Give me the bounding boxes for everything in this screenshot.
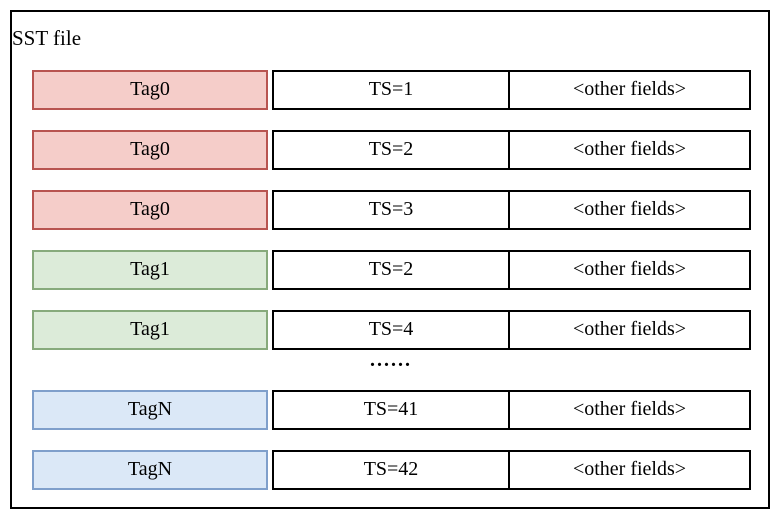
record-row: TagN TS=41 <other fields> xyxy=(32,390,751,430)
tag-cell: Tag0 xyxy=(32,190,268,230)
record-row: TagN TS=42 <other fields> xyxy=(32,450,751,490)
ts-cell: TS=4 xyxy=(272,310,510,350)
ts-cell: TS=41 xyxy=(272,390,510,430)
tag-cell: Tag0 xyxy=(32,70,268,110)
sst-file-label: SST file xyxy=(12,26,82,50)
tag-cell: TagN xyxy=(32,390,268,430)
ts-cell: TS=1 xyxy=(272,70,510,110)
ts-cell: TS=42 xyxy=(272,450,510,490)
ellipsis-dots: ...... xyxy=(370,349,412,371)
tag-cell: TagN xyxy=(32,450,268,490)
other-fields-cell: <other fields> xyxy=(508,190,751,230)
other-fields-cell: <other fields> xyxy=(508,450,751,490)
record-row: Tag1 TS=2 <other fields> xyxy=(32,250,751,290)
ts-cell: TS=2 xyxy=(272,250,510,290)
other-fields-cell: <other fields> xyxy=(508,70,751,110)
tag-cell: Tag1 xyxy=(32,310,268,350)
record-row: Tag0 TS=3 <other fields> xyxy=(32,190,751,230)
other-fields-cell: <other fields> xyxy=(508,390,751,430)
ts-cell: TS=2 xyxy=(272,130,510,170)
record-row: Tag0 TS=1 <other fields> xyxy=(32,70,751,110)
record-row: Tag0 TS=2 <other fields> xyxy=(32,130,751,170)
other-fields-cell: <other fields> xyxy=(508,250,751,290)
ts-cell: TS=3 xyxy=(272,190,510,230)
other-fields-cell: <other fields> xyxy=(508,310,751,350)
sst-file-box xyxy=(10,10,770,509)
tag-cell: Tag1 xyxy=(32,250,268,290)
other-fields-cell: <other fields> xyxy=(508,130,751,170)
tag-cell: Tag0 xyxy=(32,130,268,170)
record-row: Tag1 TS=4 <other fields> xyxy=(32,310,751,350)
